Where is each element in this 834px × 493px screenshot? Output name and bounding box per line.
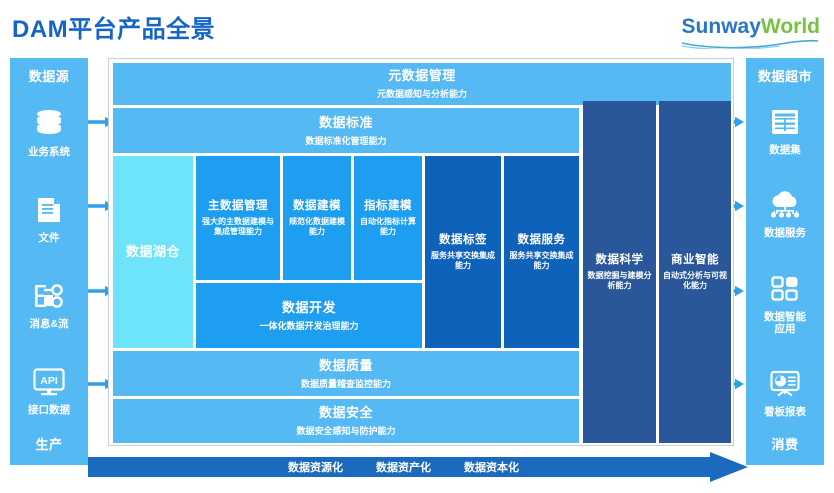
- sidebar-item-business-system[interactable]: 业务系统: [10, 107, 88, 158]
- capability-data-development[interactable]: 数据开发 一体化数据开发治理能力: [196, 283, 422, 348]
- capability-subtitle: 元数据感知与分析能力: [376, 89, 467, 99]
- sidebar-item-file[interactable]: 文件: [10, 193, 88, 244]
- sidebar-label-dashboard-report: 看板报表: [764, 405, 806, 418]
- sidebar-item-intelligent-apps[interactable]: 数据智能 应用: [746, 272, 824, 335]
- capability-subtitle: 规范化数据建模能力: [289, 217, 345, 236]
- data-marketplace-title: 数据超市: [757, 69, 812, 84]
- capability-master-data-management[interactable]: 主数据管理 强大的主数据建模与集成管理能力: [196, 156, 280, 280]
- capability-subtitle: 数据质量稽查监控能力: [300, 378, 391, 389]
- capability-subtitle: 自动式分析与可视化能力: [663, 271, 727, 290]
- capability-subtitle: 数据安全感知与防护能力: [296, 426, 396, 436]
- capability-data-standard[interactable]: 数据标准 数据标准化管理能力: [113, 108, 579, 153]
- sidebar-label-dataset: 数据集: [769, 144, 801, 157]
- sidebar-label-file: 文件: [38, 231, 60, 244]
- svg-text:API: API: [40, 375, 58, 387]
- flow-arrow-in-3: [88, 285, 114, 297]
- flow-arrow-in-2: [88, 200, 114, 212]
- sidebar-item-api[interactable]: API 接口数据: [10, 365, 88, 416]
- sidebar-label-intelligent-apps: 数据智能 应用: [764, 310, 806, 335]
- capability-title: 商业智能: [671, 254, 719, 266]
- grid-dataset-icon: [770, 105, 800, 139]
- cloud-service-icon: [768, 188, 802, 222]
- capability-data-security[interactable]: 数据安全 数据安全感知与防护能力: [113, 399, 579, 443]
- value-journey-arrow: [88, 452, 748, 482]
- page-title: DAM平台产品全景: [12, 16, 216, 43]
- message-stream-icon: [32, 279, 66, 313]
- capability-subtitle: 数据挖掘与建模分析能力: [587, 271, 652, 290]
- capability-kpi-modeling[interactable]: 指标建模 自动化指标计算能力: [354, 156, 422, 280]
- brand-logo: SunwayWorld: [680, 16, 820, 49]
- dashboard-report-icon: [769, 367, 801, 401]
- sidebar-label-business-system: 业务系统: [28, 145, 70, 158]
- flow-arrow-in-1: [88, 116, 114, 128]
- logo-text-primary: Sunway: [681, 15, 761, 38]
- capability-title: 主数据管理: [208, 200, 268, 212]
- capability-data-modeling[interactable]: 数据建模 规范化数据建模能力: [283, 156, 351, 280]
- sidebar-label-api: 接口数据: [28, 404, 70, 417]
- capability-title: 数据安全: [318, 405, 373, 420]
- capability-subtitle: 一体化数据开发治理能力: [259, 320, 359, 331]
- capability-title: 数据标准: [318, 114, 373, 130]
- sidebar-item-data-service[interactable]: 数据服务: [746, 188, 824, 239]
- data-marketplace-panel: 数据超市 数据集: [746, 58, 824, 465]
- data-source-items: 业务系统 文件: [10, 85, 88, 434]
- api-icon: API: [32, 365, 66, 399]
- sidebar-item-message-stream[interactable]: 消息&流: [10, 279, 88, 330]
- capability-data-lakehouse[interactable]: 数据湖仓: [113, 156, 193, 348]
- capability-data-science[interactable]: 数据科学 数据挖掘与建模分析能力: [583, 101, 656, 443]
- capability-title: 数据开发: [281, 299, 336, 315]
- capability-title: 数据质量: [318, 357, 373, 373]
- capability-data-quality[interactable]: 数据质量 数据质量稽查监控能力: [113, 351, 579, 396]
- capability-subtitle: 服务共享交换集成能力: [509, 251, 574, 270]
- capability-data-tag[interactable]: 数据标签 服务共享交换集成能力: [425, 156, 501, 348]
- sidebar-label-message-stream: 消息&流: [29, 318, 69, 331]
- capability-title: 数据服务: [517, 234, 566, 246]
- logo-text-secondary: World: [760, 15, 820, 38]
- capability-subtitle: 强大的主数据建模与集成管理能力: [202, 217, 274, 236]
- logo-swoosh-icon: [681, 39, 819, 49]
- capability-data-service[interactable]: 数据服务 服务共享交换集成能力: [504, 156, 579, 348]
- flow-arrow-in-4: [88, 378, 114, 390]
- capability-business-intelligence[interactable]: 商业智能 自动式分析与可视化能力: [659, 101, 731, 443]
- data-source-panel: 数据源 业务系统: [10, 58, 88, 465]
- sidebar-item-dataset[interactable]: 数据集: [746, 105, 824, 156]
- capability-subtitle: 数据标准化管理能力: [305, 135, 387, 146]
- data-source-title: 数据源: [28, 69, 70, 84]
- production-label: 生产: [35, 437, 63, 452]
- platform-capability-frame: 元数据管理 元数据感知与分析能力 数据标准 数据标准化管理能力 数据湖仓 主数据…: [108, 58, 734, 446]
- capability-title: 指标建模: [364, 200, 412, 212]
- consumption-label: 消费: [771, 437, 799, 452]
- capability-subtitle: 自动化指标计算能力: [360, 217, 416, 236]
- capability-title: 数据湖仓: [125, 244, 180, 259]
- capability-title: 数据标签: [439, 234, 487, 246]
- sidebar-label-data-service: 数据服务: [764, 227, 806, 240]
- capability-title: 数据科学: [595, 254, 644, 266]
- capability-metadata-management[interactable]: 元数据管理 元数据感知与分析能力: [113, 63, 731, 105]
- data-marketplace-items: 数据集: [746, 85, 824, 434]
- capability-title: 数据建模: [293, 200, 341, 212]
- apps-icon: [770, 272, 800, 306]
- sidebar-item-dashboard-report[interactable]: 看板报表: [746, 367, 824, 418]
- database-icon: [33, 107, 65, 141]
- file-icon: [34, 193, 64, 227]
- capability-title: 元数据管理: [388, 68, 456, 83]
- capability-subtitle: 服务共享交换集成能力: [431, 251, 495, 270]
